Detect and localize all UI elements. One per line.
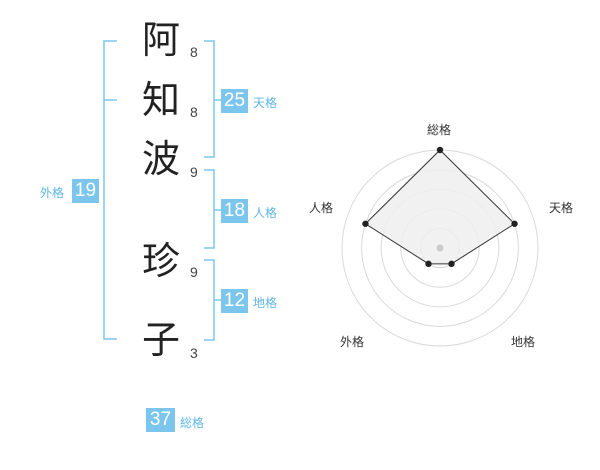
name-char-1: 阿 — [141, 18, 180, 62]
chikaku-value: 12 — [221, 289, 248, 313]
tenkaku-bracket — [204, 40, 215, 158]
soukaku-label: 総格 — [180, 416, 205, 430]
jinkaku-value: 18 — [221, 199, 248, 223]
stroke-count-3: 9 — [190, 164, 198, 180]
jinkaku-label: 人格 — [253, 206, 278, 220]
name-char-4: 珍 — [141, 239, 180, 283]
radar-center-dot — [436, 244, 444, 252]
stroke-count-1: 8 — [190, 44, 198, 60]
radar-label-tenkaku: 天格 — [549, 201, 574, 215]
gaikaku-label: 外格 — [40, 186, 65, 200]
name-char-5: 子 — [141, 318, 180, 362]
radar-point-4 — [425, 260, 432, 268]
name-char-3: 波 — [141, 137, 180, 181]
stroke-count-5: 3 — [190, 345, 198, 361]
radar-area — [364, 149, 516, 265]
gaikaku-bracket — [103, 40, 117, 340]
radar-point-5 — [362, 220, 369, 227]
radar-point-2 — [511, 220, 518, 227]
stroke-count-2: 8 — [190, 104, 198, 120]
jinkaku-bracket — [204, 169, 215, 249]
stroke-count-4: 9 — [190, 264, 198, 280]
radar-label-soukaku: 総格 — [427, 123, 452, 137]
chikaku-label: 地格 — [253, 296, 278, 310]
soukaku-value: 37 — [146, 408, 175, 432]
radar-point-3 — [448, 260, 455, 268]
radar-label-jinkaku: 人格 — [309, 201, 334, 215]
name-char-2: 知 — [141, 78, 180, 122]
gaikaku-value: 19 — [72, 179, 99, 203]
radar-label-gaikaku: 外格 — [340, 335, 365, 349]
radar-label-chikaku: 地格 — [511, 335, 536, 349]
tenkaku-value: 25 — [221, 89, 248, 113]
tenkaku-label: 天格 — [253, 96, 278, 110]
radar-point-1 — [436, 146, 444, 154]
